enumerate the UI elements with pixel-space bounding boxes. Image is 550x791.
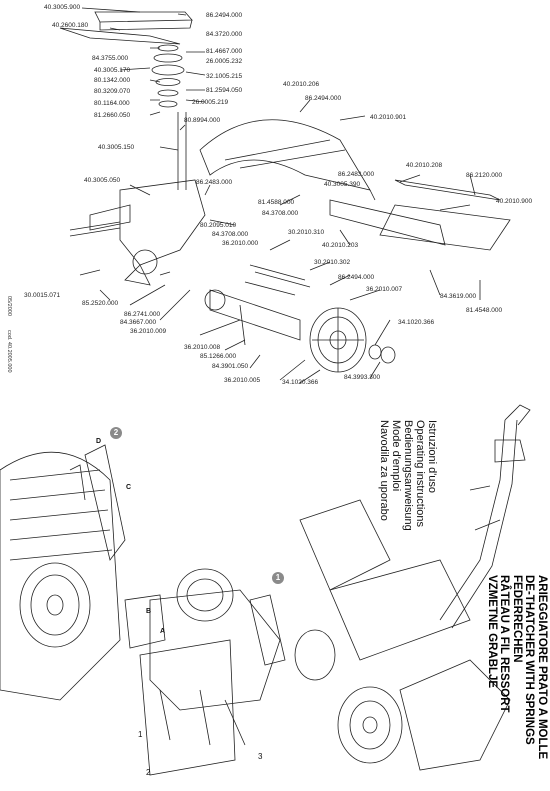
part-label: 30.0015.071 [24,292,61,299]
callout-letter-b: B [146,608,152,615]
part-label: 84.3619.000 [440,293,477,300]
part-label: 86.2120.000 [466,172,503,179]
step-badge-2: 2 [110,427,122,439]
part-label: 40.2600.180 [52,22,89,29]
title-it: ARIEGGIATORE PRATO A MOLLE [536,575,548,760]
callout-number-1: 1 [138,730,143,739]
part-label: 36.2010.008 [184,344,221,351]
title-sl: VZMETNE GRABLJE [486,575,498,689]
part-label: 36.2010.007 [366,286,403,293]
callout-letter-c: C [126,484,132,491]
product-titles: ARIEGGIATORE PRATO A MOLLE DE-THATCHER W… [486,575,548,760]
part-label: 81.2660.050 [94,112,131,119]
part-label: 84.3993.300 [344,374,381,381]
part-label: 81.4548.000 [466,307,503,314]
language-it: Istruzioni d'uso [426,420,438,494]
callout-letter-d: D [96,438,102,445]
part-label: 40.3005.390 [324,181,361,188]
part-label: 40.2010.900 [496,198,533,205]
part-label: 40.3005.900 [44,4,81,11]
part-label: 36.2010.005 [224,377,261,384]
title-de: FEDERRECHEN [511,575,523,663]
part-label: 32.1005.215 [206,73,243,80]
part-label: 30.2010.310 [288,229,325,236]
part-label: 80.8994.000 [184,117,221,124]
part-label: 84.3720.000 [206,31,243,38]
title-fr: RÂTEAU A FIL RESSORT [498,575,511,713]
part-label: 85.2520.000 [82,300,119,307]
part-label: 36.2010.000 [222,240,259,247]
part-label: 81.2594.050 [206,87,243,94]
part-label: 34.1020.366 [398,319,435,326]
callout-letter-a: A [160,628,166,635]
part-label: 81.4588.000 [258,199,295,206]
document-code: cod. 40.2005.000 [6,330,12,373]
installation-drawings [0,404,531,776]
part-label: 40.2010.901 [370,114,407,121]
part-label: 34.1020.366 [282,379,319,386]
part-label: 86.2494.000 [305,95,342,102]
part-label: 40.2010.203 [322,242,359,249]
callout-number-2: 2 [146,768,151,777]
part-label: 30.2010.302 [314,259,351,266]
part-label: 36.2010.009 [130,328,167,335]
part-label: 40.3005.170 [94,67,131,74]
part-label: 80.3209.070 [94,88,131,95]
language-sl: Navodila za uporabo [378,420,390,521]
language-de: Bedienungsanweisung [402,420,414,531]
part-label: 86.2483.000 [338,171,375,178]
part-label: 86.2741.000 [124,311,161,318]
title-en: DE-THATCHER WITH SPRINGS [523,575,536,745]
part-label: 26.0005.232 [206,58,243,65]
step-badge-1: 1 [272,572,284,584]
part-label: 26.0005.219 [192,99,229,106]
part-label: 80.2095.010 [200,222,237,229]
part-label: 84.3708.000 [212,231,249,238]
instruction-languages: Istruzioni d'uso Operating instructions … [378,420,438,531]
part-label: 40.2010.208 [406,162,443,169]
part-label: 84.3708.000 [262,210,299,217]
print-date-code: 05/2000 [6,296,12,316]
part-label: 40.3005.050 [84,177,121,184]
part-label: 81.4667.000 [206,48,243,55]
part-label: 80.1342.000 [94,77,131,84]
part-label: 84.3667.000 [120,319,157,326]
language-fr: Mode d'emploi [390,420,402,492]
callout-number-3: 3 [258,752,263,761]
part-label: 86.2494.000 [206,12,243,19]
part-label: 86.2494.000 [338,274,375,281]
part-label: 84.3755.000 [92,55,129,62]
language-en: Operating instructions [414,420,426,527]
part-label: 84.3901.050 [212,363,249,370]
part-label: 80.1164.000 [94,100,130,107]
part-label: 85.1266.000 [200,353,237,360]
part-label: 86.2483.000 [196,179,233,186]
part-label: 40.2010.206 [283,81,320,88]
part-label: 40.3005.150 [98,144,135,151]
